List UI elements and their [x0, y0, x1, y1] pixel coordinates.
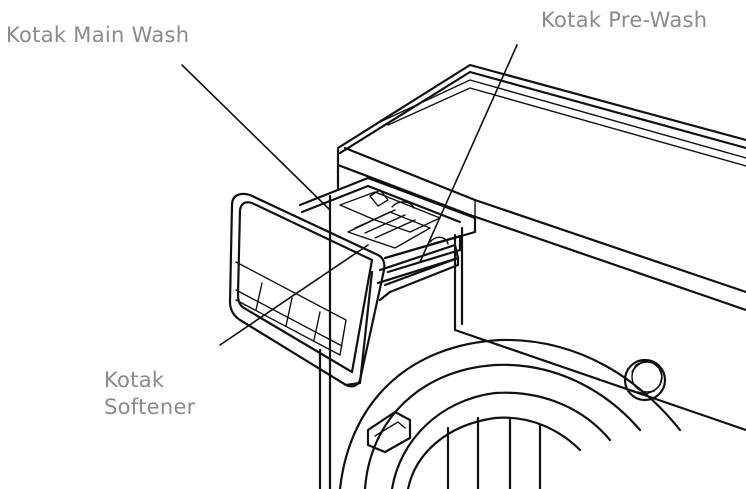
door-hinge: [366, 410, 412, 454]
machine-control-panel: [318, 146, 746, 489]
label-main-wash: Kotak Main Wash: [6, 23, 190, 47]
label-softener: Kotak Softener: [104, 367, 196, 421]
control-knob: [623, 358, 667, 402]
label-softener-line1: Kotak: [104, 368, 165, 392]
label-softener-line2: Softener: [104, 395, 196, 419]
main-wash-leader: [181, 64, 331, 211]
label-leader-lines: [181, 44, 518, 346]
label-pre-wash: Kotak Pre-Wash: [541, 8, 708, 32]
drawer-front-handle: [228, 192, 386, 388]
softener-leader: [219, 244, 369, 346]
machine-top-panel: [336, 63, 746, 167]
pre-wash-leader: [419, 44, 518, 263]
